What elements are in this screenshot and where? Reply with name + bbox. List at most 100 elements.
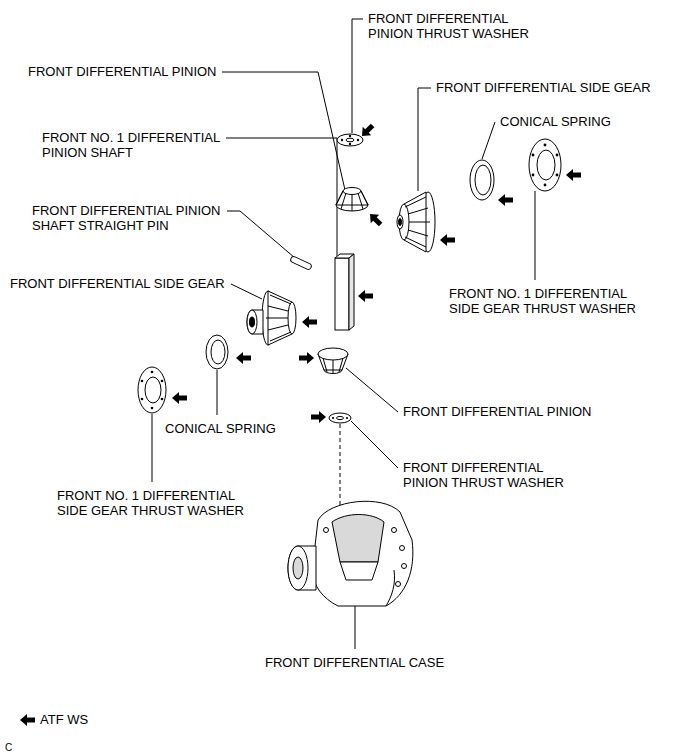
gear-tooth xyxy=(352,195,353,211)
washer-hole xyxy=(332,417,334,419)
pinion-gear xyxy=(336,188,368,212)
lubricant-arrow xyxy=(299,352,314,364)
gear-hub-face xyxy=(247,310,257,334)
shaft-face xyxy=(335,258,349,330)
case-window-edge xyxy=(340,562,378,580)
pinion-gear xyxy=(318,348,348,374)
leader-line xyxy=(482,122,495,159)
gear-tooth xyxy=(323,358,327,372)
leader-line xyxy=(152,414,153,482)
spring-outline xyxy=(470,160,494,200)
lubricant-arrow xyxy=(440,234,455,246)
gear-bore xyxy=(399,219,402,226)
lubricant-arrow xyxy=(498,194,513,206)
washer-bore xyxy=(537,150,555,180)
gear-face xyxy=(288,302,296,334)
gear-tooth xyxy=(270,295,291,304)
washer-outline xyxy=(337,134,363,146)
washer-hole xyxy=(349,135,351,137)
part-label: CONICAL SPRING xyxy=(500,114,611,129)
side-gear xyxy=(247,291,296,345)
lubricant-arrow xyxy=(566,169,581,181)
case-window xyxy=(332,515,384,563)
washer-hole xyxy=(161,398,164,401)
washer-outline xyxy=(329,413,351,423)
part-label: FRONT NO. 1 DIFFERENTIAL SIDE GEAR THRUS… xyxy=(57,488,257,518)
case-hub-face xyxy=(288,546,308,590)
spring-outline xyxy=(206,335,228,369)
shaft-side xyxy=(349,254,354,330)
gear-tooth xyxy=(358,193,363,209)
gear-tooth xyxy=(409,222,430,223)
washer-hole xyxy=(556,154,559,157)
part-label: FRONT DIFFERENTIAL PINION xyxy=(403,404,592,419)
part-label: FRONT DIFFERENTIAL SIDE GEAR xyxy=(10,276,225,291)
lubricant-arrow xyxy=(311,411,326,423)
gear-tooth xyxy=(341,193,346,209)
washer-hole xyxy=(141,380,144,383)
washer-bore xyxy=(346,138,354,142)
case-contour xyxy=(386,570,395,606)
gear-tooth xyxy=(408,208,428,214)
part-label: FRONT DIFFERENTIAL PINION THRUST WASHER xyxy=(368,11,543,41)
part-label: FRONT NO. 1 DIFFERENTIAL SIDE GEAR THRUS… xyxy=(449,286,649,316)
leader-line xyxy=(231,284,262,299)
gear-tooth xyxy=(268,325,288,330)
washer-hole xyxy=(141,398,144,401)
gear-face xyxy=(399,204,409,240)
gear-hub xyxy=(247,310,263,334)
gear-tooth xyxy=(333,360,334,373)
leader-line xyxy=(346,368,398,412)
pin-body xyxy=(290,256,312,271)
assembly-line xyxy=(340,424,341,515)
thrust-washer xyxy=(337,134,363,146)
case-hole xyxy=(324,528,329,533)
washer-outline xyxy=(138,367,166,413)
washer-bore xyxy=(145,377,161,403)
lubricant-arrow xyxy=(172,392,187,404)
lubricant-arrow xyxy=(358,290,373,302)
case-hole xyxy=(400,546,405,551)
straight-pin xyxy=(290,256,312,271)
leader-line xyxy=(227,211,295,258)
leader-line xyxy=(355,606,356,649)
pinion-shaft xyxy=(335,254,354,330)
leader-line xyxy=(217,370,218,415)
conical-spring xyxy=(470,160,494,200)
gear-hub xyxy=(397,215,403,229)
washer-hole xyxy=(341,139,343,141)
case-hole xyxy=(392,528,397,533)
side-gear-thrust-washer xyxy=(138,367,166,413)
legend-text: ATF WS xyxy=(40,712,88,727)
leader-lines xyxy=(152,19,535,649)
gear-bore xyxy=(250,317,255,327)
gear-tooth xyxy=(268,306,288,311)
conical-spring xyxy=(206,335,228,369)
case-hub xyxy=(288,546,316,590)
leader-line xyxy=(351,421,398,468)
legend-arrow-symbol xyxy=(20,714,35,726)
atf-arrows xyxy=(20,121,581,726)
lubricant-arrow xyxy=(358,121,377,140)
washer-hole xyxy=(161,380,164,383)
washer-hole xyxy=(151,407,154,410)
washer-outline xyxy=(529,139,561,191)
part-label: FRONT DIFFERENTIAL PINION SHAFT STRAIGHT… xyxy=(32,203,232,233)
thrust-washer xyxy=(329,413,351,423)
part-label: FRONT NO. 1 DIFFERENTIAL PINION SHAFT xyxy=(42,130,237,160)
washer-hole xyxy=(544,144,547,147)
differential-case xyxy=(288,501,413,606)
case-bore xyxy=(293,557,303,579)
washer-hole xyxy=(349,143,351,145)
gear-tooth xyxy=(270,332,291,341)
lubricant-arrow xyxy=(366,210,385,229)
leader-line xyxy=(535,191,536,280)
leader-line xyxy=(226,138,337,256)
washer-hole xyxy=(151,371,154,374)
lubricant-arrow xyxy=(302,316,317,328)
gear-tooth xyxy=(405,237,426,247)
spring-bore xyxy=(211,340,225,364)
gear-tooth xyxy=(336,191,343,205)
